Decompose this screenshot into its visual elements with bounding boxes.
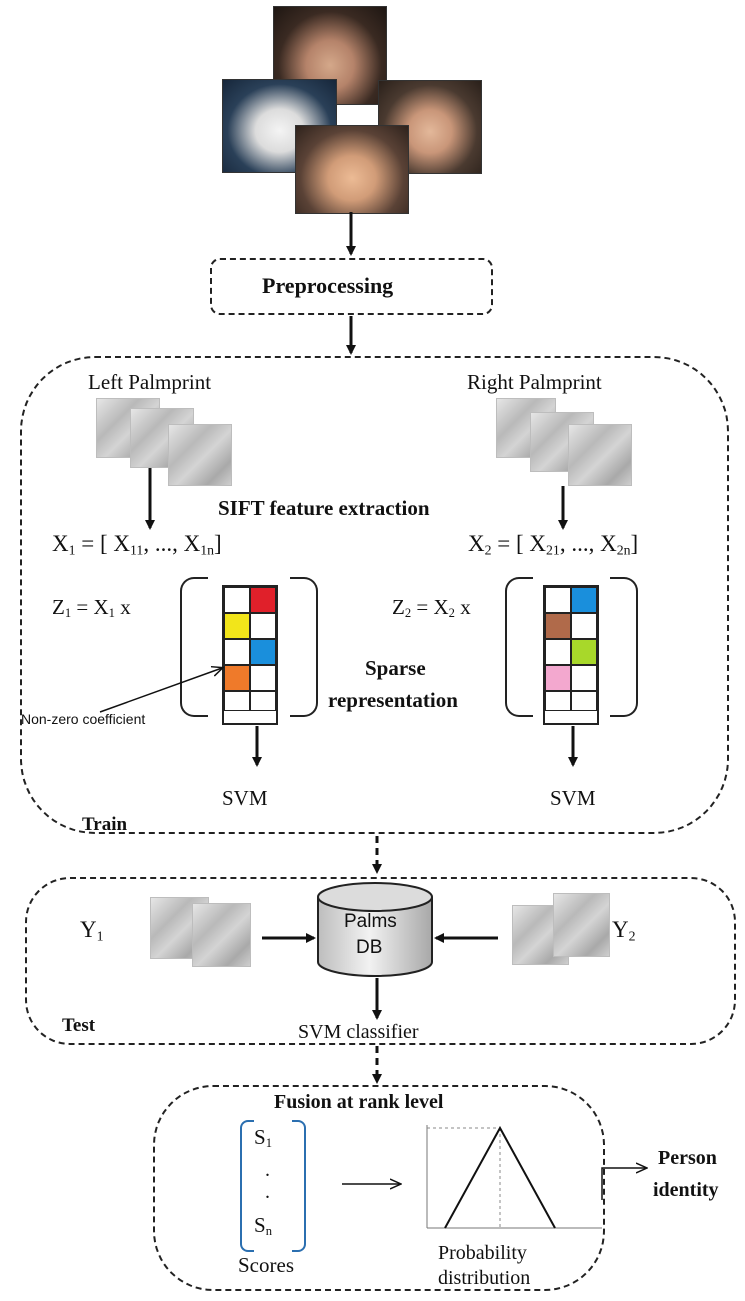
left-matrix-cell-3-1 [250, 665, 276, 691]
fusion-box [153, 1085, 605, 1291]
test-label: Test [62, 1015, 96, 1036]
z2-formula: Z2 = X2 x [392, 595, 471, 621]
right-palmprint-title: Right Palmprint [467, 370, 602, 394]
svm-right-label: SVM [550, 786, 596, 810]
train-box [20, 356, 729, 834]
right-matrix-cell-0-1 [571, 587, 597, 613]
left-matrix-cell-1-1 [250, 613, 276, 639]
preprocessing-label: Preprocessing [262, 273, 394, 298]
preprocessing-box [210, 258, 493, 315]
right-matrix-cell-0-0 [545, 587, 571, 613]
left-matrix-cell-0-0 [224, 587, 250, 613]
person-identity-line2: identity [653, 1179, 719, 1201]
score-dot-1: . [265, 1159, 270, 1181]
right-matrix-cell-4-1 [571, 691, 597, 711]
score-s1: S1 [254, 1125, 272, 1151]
left-matrix-cell-0-1 [250, 587, 276, 613]
sift-label: SIFT feature extraction [218, 496, 430, 520]
right-palm-crop-3 [568, 424, 632, 486]
score-sn: Sn [254, 1213, 272, 1239]
svm-classifier-label: SVM classifier [298, 1021, 419, 1043]
sparse-label-line2: representation [328, 688, 458, 712]
db-label-line1: Palms [344, 911, 397, 932]
probability-label-line2: distribution [438, 1267, 531, 1289]
scores-bracket-open [240, 1120, 254, 1252]
left-matrix-cell-1-0 [224, 613, 250, 639]
left-palmprint-title: Left Palmprint [88, 370, 212, 394]
right-matrix-cell-2-1 [571, 639, 597, 665]
test-left-palm-2 [192, 903, 251, 967]
left-matrix-cell-4-1 [250, 691, 276, 711]
nonzero-coefficient-label: Non-zero coefficient [21, 711, 146, 727]
left-matrix-cell-2-1 [250, 639, 276, 665]
z1-formula: Z1 = X1 x [52, 595, 131, 621]
right-sparse-matrix [543, 585, 599, 725]
left-matrix-cell-4-0 [224, 691, 250, 711]
left-matrix-bracket-open [180, 577, 208, 717]
score-dot-2: . [265, 1181, 270, 1203]
right-matrix-cell-2-0 [545, 639, 571, 665]
probability-label-line1: Probability [438, 1242, 527, 1264]
right-matrix-bracket-open [505, 577, 533, 717]
hand-photo-bottom [295, 125, 409, 214]
svm-left-label: SVM [222, 786, 268, 810]
fusion-title: Fusion at rank level [274, 1091, 444, 1113]
right-matrix-cell-3-1 [571, 665, 597, 691]
right-matrix-cell-3-0 [545, 665, 571, 691]
db-label-line2: DB [356, 937, 383, 958]
scores-bracket-close [292, 1120, 306, 1252]
person-identity-line1: Person [658, 1147, 717, 1169]
right-matrix-cell-4-0 [545, 691, 571, 711]
left-matrix-cell-2-0 [224, 639, 250, 665]
right-matrix-cell-1-0 [545, 613, 571, 639]
test-box [25, 877, 736, 1045]
test-right-palm-2 [553, 893, 610, 957]
left-palm-crop-3 [168, 424, 232, 486]
right-matrix-cell-1-1 [571, 613, 597, 639]
x2-formula: X2 = [ X21, ..., X2n] [468, 531, 639, 558]
left-matrix-cell-3-0 [224, 665, 250, 691]
sparse-label-line1: Sparse [365, 656, 426, 680]
y2-label: Y2 [612, 917, 636, 944]
right-matrix-bracket-close [610, 577, 638, 717]
arrow-fusion-to-identity [601, 1168, 646, 1200]
train-label: Train [82, 814, 128, 835]
scores-label: Scores [238, 1253, 294, 1277]
x1-formula: X1 = [ X11, ..., X1n] [52, 531, 222, 558]
left-matrix-bracket-close [290, 577, 318, 717]
y1-label: Y1 [80, 917, 104, 944]
left-sparse-matrix [222, 585, 278, 725]
